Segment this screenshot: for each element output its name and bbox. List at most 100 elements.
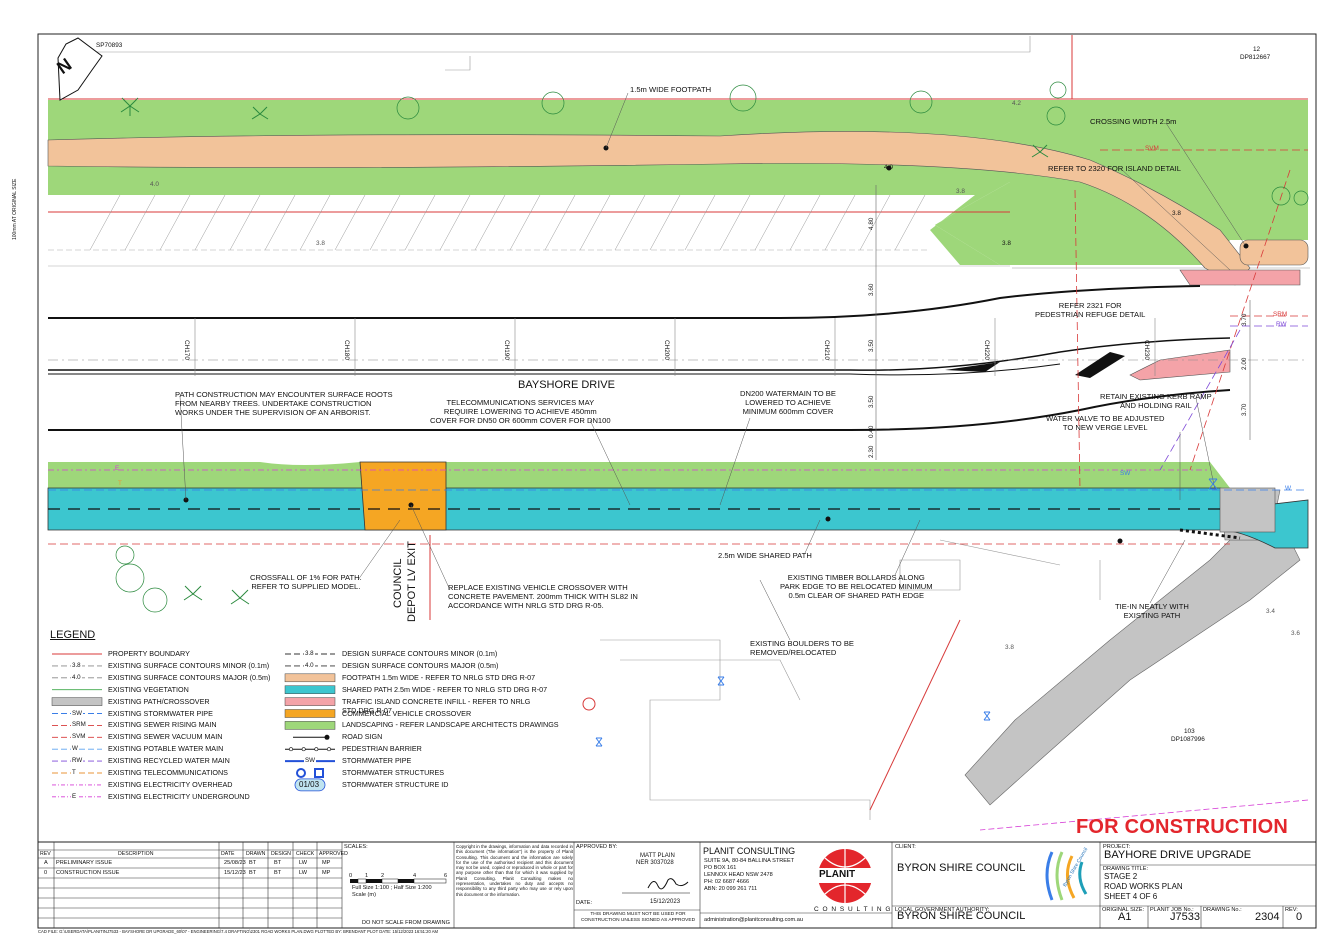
north-arrow-icon	[57, 37, 103, 101]
barrier-post-icon	[327, 747, 331, 752]
legend-sample: SW	[304, 756, 316, 766]
services-top-right	[979, 149, 1309, 831]
contour-label: 3.8	[1002, 240, 1011, 247]
scales-label: SCALES:	[344, 844, 368, 850]
existing-pit	[582, 697, 596, 711]
dimension-label: 3.70	[1241, 403, 1248, 416]
project-label: PROJECT:	[1103, 844, 1131, 850]
existing-trees	[115, 81, 1309, 613]
annotation-telecom: TELECOMMUNICATIONS SERVICES MAY REQUIRE …	[430, 398, 611, 425]
landscaping-verge	[48, 462, 1230, 488]
landscaping-strip	[48, 180, 978, 194]
legend-swatches	[51, 653, 336, 798]
revision-header: DATE	[221, 851, 235, 857]
legend-item: EXISTING POTABLE WATER MAIN	[108, 744, 224, 754]
scale-note: DO NOT SCALE FROM DRAWING	[362, 920, 450, 926]
legend-swatch	[284, 673, 336, 683]
annotation-tiein: TIE-IN NEATLY WITH EXISTING PATH	[1115, 602, 1189, 620]
revision-cell: BT	[274, 860, 282, 866]
consultant-phone: PH: 02 6687 4666	[704, 879, 750, 885]
revision-cell: BT	[274, 870, 282, 876]
title-block-border	[37, 841, 1317, 929]
legend-item: EXISTING STORMWATER PIPE	[108, 708, 213, 718]
legend-sample: 4.0	[71, 672, 82, 682]
legend-sample: SRM	[71, 720, 87, 730]
annotation-valve: WATER VALVE TO BE ADJUSTED TO NEW VERGE …	[1046, 414, 1165, 432]
parcel-top-left: SP70893	[96, 42, 123, 49]
revision-header: CHECK	[296, 851, 315, 857]
drawing-title-1: STAGE 2	[1104, 872, 1138, 881]
leader-lines	[179, 92, 1246, 641]
margin-note: 100mm AT ORIGINAL SIZE	[12, 178, 18, 240]
legend-sample: T	[71, 768, 77, 777]
legend-item: EXISTING SEWER RISING MAIN	[108, 720, 217, 730]
legend-swatch	[284, 685, 336, 694]
parcel-top-right-dp: DP812667	[1240, 54, 1271, 61]
revision-cell: PRELIMINARY ISSUE	[56, 860, 113, 866]
legend-swatch	[284, 721, 336, 730]
contour-label: 4.0	[884, 164, 893, 171]
scale-tick: 2	[381, 873, 385, 879]
drawing-title-3: SHEET 4 OF 6	[1104, 892, 1158, 901]
chainage-label: CH170	[183, 340, 190, 360]
legend-item: PEDESTRIAN BARRIER	[342, 744, 422, 754]
legend-item: EXISTING PATH/CROSSOVER	[108, 696, 210, 706]
legend-item: PROPERTY BOUNDARY	[108, 649, 190, 658]
consultant-name: PLANIT CONSULTING	[703, 846, 796, 856]
drawing-title-2: ROAD WORKS PLAN	[1104, 882, 1183, 891]
job-no-label: PLANIT JOB No.:	[1150, 907, 1194, 913]
traffic-island-top	[1179, 269, 1301, 286]
parcel-top-right-lot: 12	[1253, 46, 1261, 53]
revision-header: DESIGN	[271, 851, 291, 857]
scale-tick: 1	[365, 873, 369, 879]
service-tag: RW	[1276, 321, 1287, 328]
legend-sample: 01/03	[299, 779, 320, 789]
scale-text-2: Scale (m)	[352, 892, 376, 898]
chainage-label: CH230	[1143, 340, 1150, 360]
legend-item: EXISTING ELECTRICITY UNDERGROUND	[108, 791, 250, 801]
service-tag: W	[1285, 485, 1292, 492]
annotation-island-ref: REFER TO 2320 FOR ISLAND DETAIL	[1048, 164, 1181, 173]
legend-item: EXISTING VEGETATION	[108, 684, 189, 694]
service-tag: SRM	[1273, 311, 1288, 318]
copyright-text: Copyright in the drawings, information a…	[456, 844, 573, 897]
consultant-address-2: PO BOX 161	[704, 865, 737, 871]
drawing-no: 2304	[1255, 911, 1280, 923]
depot-label-1: COUNCIL	[392, 558, 404, 608]
chainage-label: CH200	[663, 340, 670, 360]
revision-header: APPROVED	[319, 851, 348, 857]
service-tag: T	[118, 480, 122, 487]
legend-sample: SW	[71, 708, 83, 718]
consultant-address-3: LENNOX HEAD NSW 2478	[704, 872, 773, 878]
chainage-ticks	[194, 318, 1156, 376]
revision-cell: 15/12/23	[224, 870, 246, 876]
chainage-label: CH220	[983, 340, 990, 360]
revision-cell: 0	[44, 870, 48, 876]
contour-label: 3.8	[956, 188, 965, 195]
annotation-refuge-ref: REFER 2321 FOR PEDESTRIAN REFUGE DETAIL	[1035, 301, 1146, 319]
scale-text-1: Full Size 1:100 ; Half Size 1:200	[352, 885, 432, 891]
contour-label: 3.8	[1005, 644, 1014, 651]
dimension-label: 3.70	[1241, 313, 1248, 326]
legend-title: LEGEND	[50, 629, 96, 641]
lga-label: LOCAL GOVERNMENT AUTHORITY:	[895, 907, 990, 913]
legend-item: ROAD SIGN	[342, 732, 383, 742]
revision-header: DESCRIPTION	[118, 851, 154, 857]
revision-cell: A	[44, 860, 48, 866]
parcel-bottom-right-lot: 103	[1184, 728, 1195, 735]
parcel-bottom-right-dp: DP1087996	[1171, 736, 1205, 743]
legend-sample: 3.8	[304, 649, 315, 658]
scale-tick: 4	[413, 873, 417, 879]
planit-logo-sub: C O N S U L T I N G	[814, 906, 892, 913]
legend-sample: RW	[71, 756, 84, 766]
revision-header: DRAWN	[246, 851, 266, 857]
legend-sample: E	[71, 791, 78, 801]
parking-bays	[89, 194, 926, 251]
contour-label: 3.4	[1266, 608, 1275, 615]
legend-item: EXISTING SURFACE CONTOURS MAJOR (0.5m)	[108, 672, 271, 682]
annotation-crossing: CROSSING WIDTH 2.5m	[1090, 117, 1177, 126]
client-name: BYRON SHIRE COUNCIL	[897, 862, 1026, 874]
dimension-label: 4.80	[868, 217, 875, 230]
parcel-linework	[90, 36, 1310, 820]
stormwater-grate-icon	[314, 768, 324, 778]
